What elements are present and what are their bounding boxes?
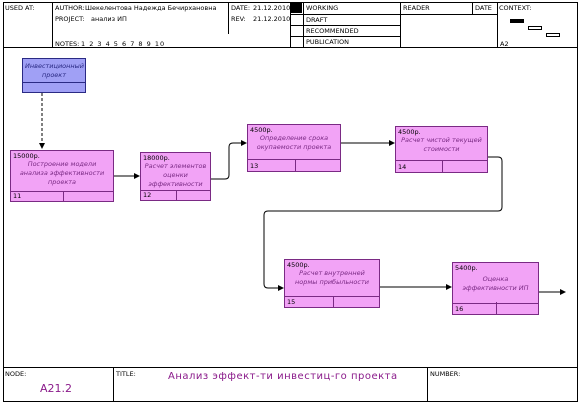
notes-label: NOTES: [55,40,80,48]
footer-top-line [3,367,578,368]
date-value: 21.12.2010 [253,4,291,12]
activity-number: 12 [143,191,152,199]
activity-box-11[interactable]: 15000р. Построение модели анализа эффект… [10,150,114,202]
context-box-active [510,19,524,23]
activity-title: Определение срока окупаемости проекта [256,134,332,151]
activity-divider [453,303,538,304]
header-divider [472,2,473,14]
activity-box-16[interactable]: 5400р. Оценка эффективности ИП 16 [452,262,539,315]
input-label: Инвестиционный проект [25,62,85,79]
activity-box-14[interactable]: 4500р. Расчет чистой текущей стоимости 1… [395,126,488,173]
node-value: A21.2 [40,382,73,395]
author-value: Шекелентова Надежда Бечирхановна [85,4,217,12]
activity-cell-divider [442,160,443,172]
status-publication: PUBLICATION [306,38,350,46]
activity-title: Расчет элементов оценки эффективности [144,162,207,188]
activity-cost: 18000р. [143,154,170,162]
activity-cell-divider [333,296,334,307]
activity-cost: 4500р. [398,128,421,136]
activity-cell-divider [496,302,497,314]
status-working: WORKING [306,4,339,12]
activity-box-13[interactable]: 4500р. Определение срока окупаемости про… [247,124,341,172]
status-line [290,25,400,26]
activity-divider [285,296,379,297]
working-marker [291,3,302,13]
header-divider [303,2,304,47]
date-label: DATE: [231,4,251,12]
notes-value: 1 2 3 4 5 6 7 8 9 10 [81,40,166,48]
activity-number: 13 [250,162,259,170]
activity-title: Построение модели анализа эффективности … [19,160,105,186]
input-investment-project[interactable]: Инвестиционный проект [22,58,86,93]
activity-cell-divider [63,191,64,201]
activity-title: Расчет чистой текущей стоимости [401,136,482,153]
context-box [528,26,542,30]
header-bottom-line [3,47,578,48]
activity-cost: 4500р. [287,261,310,269]
status-draft: DRAFT [306,16,328,24]
number-label: NUMBER: [430,370,461,378]
context-box [546,33,560,37]
reader-label: READER [403,4,430,12]
header-divider [290,2,291,47]
status-line [290,14,400,15]
activity-number: 11 [13,192,22,200]
project-value: анализ ИП [91,15,127,23]
activity-cost: 5400р. [455,264,478,272]
activity-number: 15 [287,298,296,306]
author-label: AUTHOR: [55,4,85,12]
activity-divider [11,191,113,192]
activity-cell-divider [176,190,177,200]
activity-cost: 4500р. [250,126,273,134]
arrow-12-to-13 [211,140,247,180]
header-divider [52,2,53,47]
rev-value: 21.12.2010 [253,15,291,23]
status-line [290,36,400,37]
activity-divider [248,159,340,160]
activity-box-15[interactable]: 4500р. Расчет внутренней нормы прибыльно… [284,259,380,308]
header-divider [497,2,498,47]
reader-line [400,14,497,15]
context-label: CONTEXT: [499,4,532,12]
activity-cost: 15000р. [13,152,40,160]
footer-divider [427,367,428,402]
footer-divider [113,367,114,402]
rev-label: REV: [231,15,246,23]
header-divider [228,2,229,34]
header-divider [400,2,401,47]
activity-number: 16 [455,305,464,313]
used-at-label: USED AT: [5,4,35,12]
activity-divider [141,190,210,191]
title-label: TITLE: [116,370,136,378]
reader-date-label: DATE [475,4,492,12]
node-label: NODE: [5,370,27,378]
activity-title: Оценка эффективности ИП [462,275,529,292]
context-node: A2 [500,40,509,48]
project-label: PROJECT: [55,15,85,23]
activity-divider [396,160,487,161]
activity-title: Расчет внутренней нормы прибыльности [295,269,369,286]
arrow-14-to-15 [263,156,503,291]
activity-box-12[interactable]: 18000р. Расчет элементов оценки эффектив… [140,152,211,201]
status-recommended: RECOMMENDED [306,27,359,35]
activity-number: 14 [398,163,407,171]
input-divider [23,82,85,83]
activity-cell-divider [295,159,296,171]
diagram-title: Анализ эффект-ти инвестиц-го проекта [168,371,398,382]
